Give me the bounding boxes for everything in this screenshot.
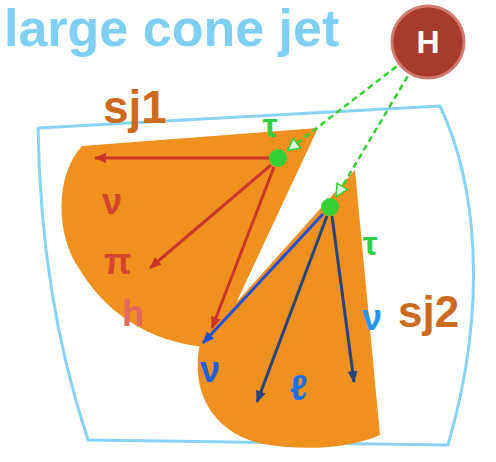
decay-product-label: ν	[102, 184, 122, 220]
subjet-cone-shape	[55, 85, 335, 355]
jet-title: large cone jet	[4, 2, 339, 54]
decay-product-label: ν	[200, 352, 220, 388]
higgs-label: H	[416, 26, 439, 58]
subjet-label: sj1	[103, 84, 167, 130]
decay-arrow	[212, 167, 274, 328]
tau-vertex-shape	[321, 198, 339, 216]
tau-label: τ	[255, 108, 285, 142]
tau-vertex: τ	[321, 198, 339, 216]
tau-vertex: τ	[269, 149, 287, 167]
decay-product-label: ℓ	[290, 370, 308, 406]
subjet-cone: sj1 τ	[55, 85, 335, 355]
tau-vertex-shape	[269, 149, 287, 167]
subjet-label: sj2	[398, 290, 459, 334]
decay-arrow	[332, 216, 354, 382]
decay-arrow	[150, 165, 271, 268]
decay-product-label: π	[104, 244, 132, 280]
tau-label: τ	[355, 226, 385, 260]
decay-product-label: h	[122, 296, 144, 332]
higgs-circle: H	[390, 4, 466, 80]
decay-product-label: ν	[362, 300, 382, 336]
decay-arrow	[95, 157, 269, 160]
